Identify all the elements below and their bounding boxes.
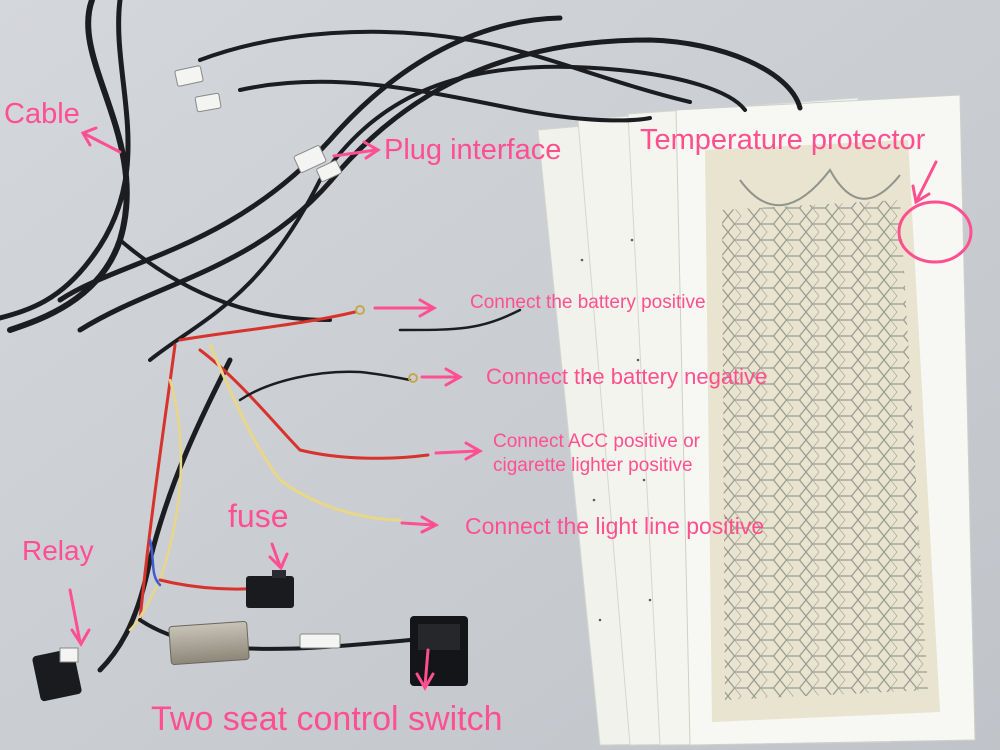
battery-negative-label: Connect the battery negative [486, 364, 768, 389]
colored-wires [128, 310, 430, 651]
pink-circle-highlight-icon [897, 200, 973, 264]
acc-positive-label-line2: cigarette lighter positive [493, 454, 693, 476]
fuse-cap [272, 570, 286, 578]
relay-plug [59, 647, 79, 663]
arrow-light-line [400, 515, 440, 534]
plug-connectors [174, 65, 342, 182]
acc-positive-label-line1: Connect ACC positive or [493, 431, 700, 452]
temperature-protector-label: Temperature protector [640, 124, 926, 156]
battery-positive-label: Connect the battery positive [470, 292, 706, 313]
cable-label: Cable [4, 98, 80, 130]
arrow-temperature [911, 160, 938, 205]
fuse-label: fuse [228, 498, 289, 534]
black-cable-harness [0, 0, 803, 673]
fuse-holder [246, 576, 294, 608]
heating-wire-loop [739, 168, 901, 206]
ring-terminals [355, 305, 418, 383]
annotation-arrows [68, 126, 938, 692]
relay-label: Relay [22, 535, 94, 566]
arrow-switch [415, 648, 435, 692]
arrow-cable [80, 126, 122, 154]
plug-interface-label: Plug interface [384, 134, 562, 166]
arrow-battery-positive [373, 298, 438, 318]
light-line-positive-label: Connect the light line positive [465, 513, 765, 539]
seat-control-switch-label: Two seat control switch [151, 700, 503, 738]
heating-wire-mesh [722, 200, 928, 700]
control-module-box [168, 621, 250, 665]
arrow-acc [434, 441, 484, 461]
acc-positive-label: Connect ACC positive or cigarette lighte… [493, 430, 700, 478]
switch-plug [299, 633, 341, 649]
arrow-fuse [268, 542, 289, 571]
arrow-battery-negative [420, 367, 464, 387]
arrow-relay [68, 588, 91, 647]
switch-rocker [418, 624, 460, 650]
sheet-perforations [580, 238, 652, 622]
heater-pads [537, 94, 976, 746]
arrow-plug [332, 140, 381, 160]
